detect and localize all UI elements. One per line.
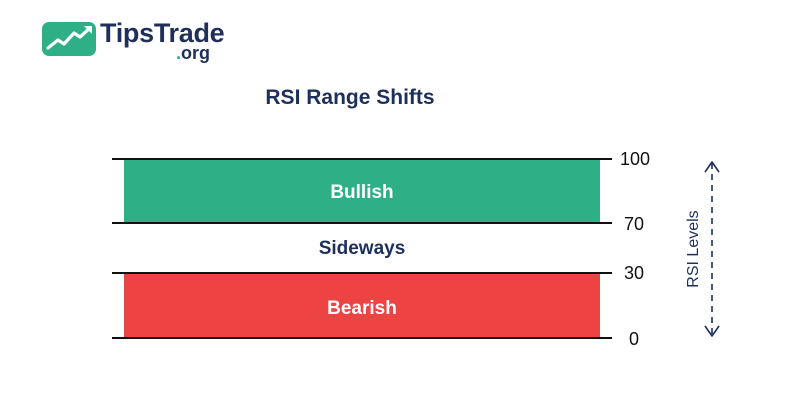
- brand-logo: TipsTrade .org: [40, 18, 240, 64]
- brand-domain-tld: org: [181, 43, 211, 63]
- level-label-30: 30: [624, 263, 644, 283]
- brand-domain: .org: [176, 43, 210, 64]
- level-label-70: 70: [624, 214, 644, 234]
- zone-label-bearish: Bearish: [327, 298, 397, 319]
- diagram-title: RSI Range Shifts: [265, 86, 435, 109]
- brand-name: TipsTrade: [100, 18, 225, 48]
- arrow-down-icon: [704, 325, 720, 337]
- bearish-band: [124, 273, 600, 338]
- axis-label: RSI Levels: [685, 210, 702, 287]
- arrow-up-icon: [704, 161, 720, 173]
- level-label-0: 0: [629, 329, 639, 349]
- zone-label-sideways: Sideways: [319, 238, 406, 259]
- bullish-band: [124, 160, 600, 223]
- level-label-100: 100: [620, 149, 650, 169]
- brand-domain-dot: .: [176, 43, 182, 63]
- chart-logo-icon: [42, 22, 96, 56]
- zone-label-bullish: Bullish: [330, 182, 393, 203]
